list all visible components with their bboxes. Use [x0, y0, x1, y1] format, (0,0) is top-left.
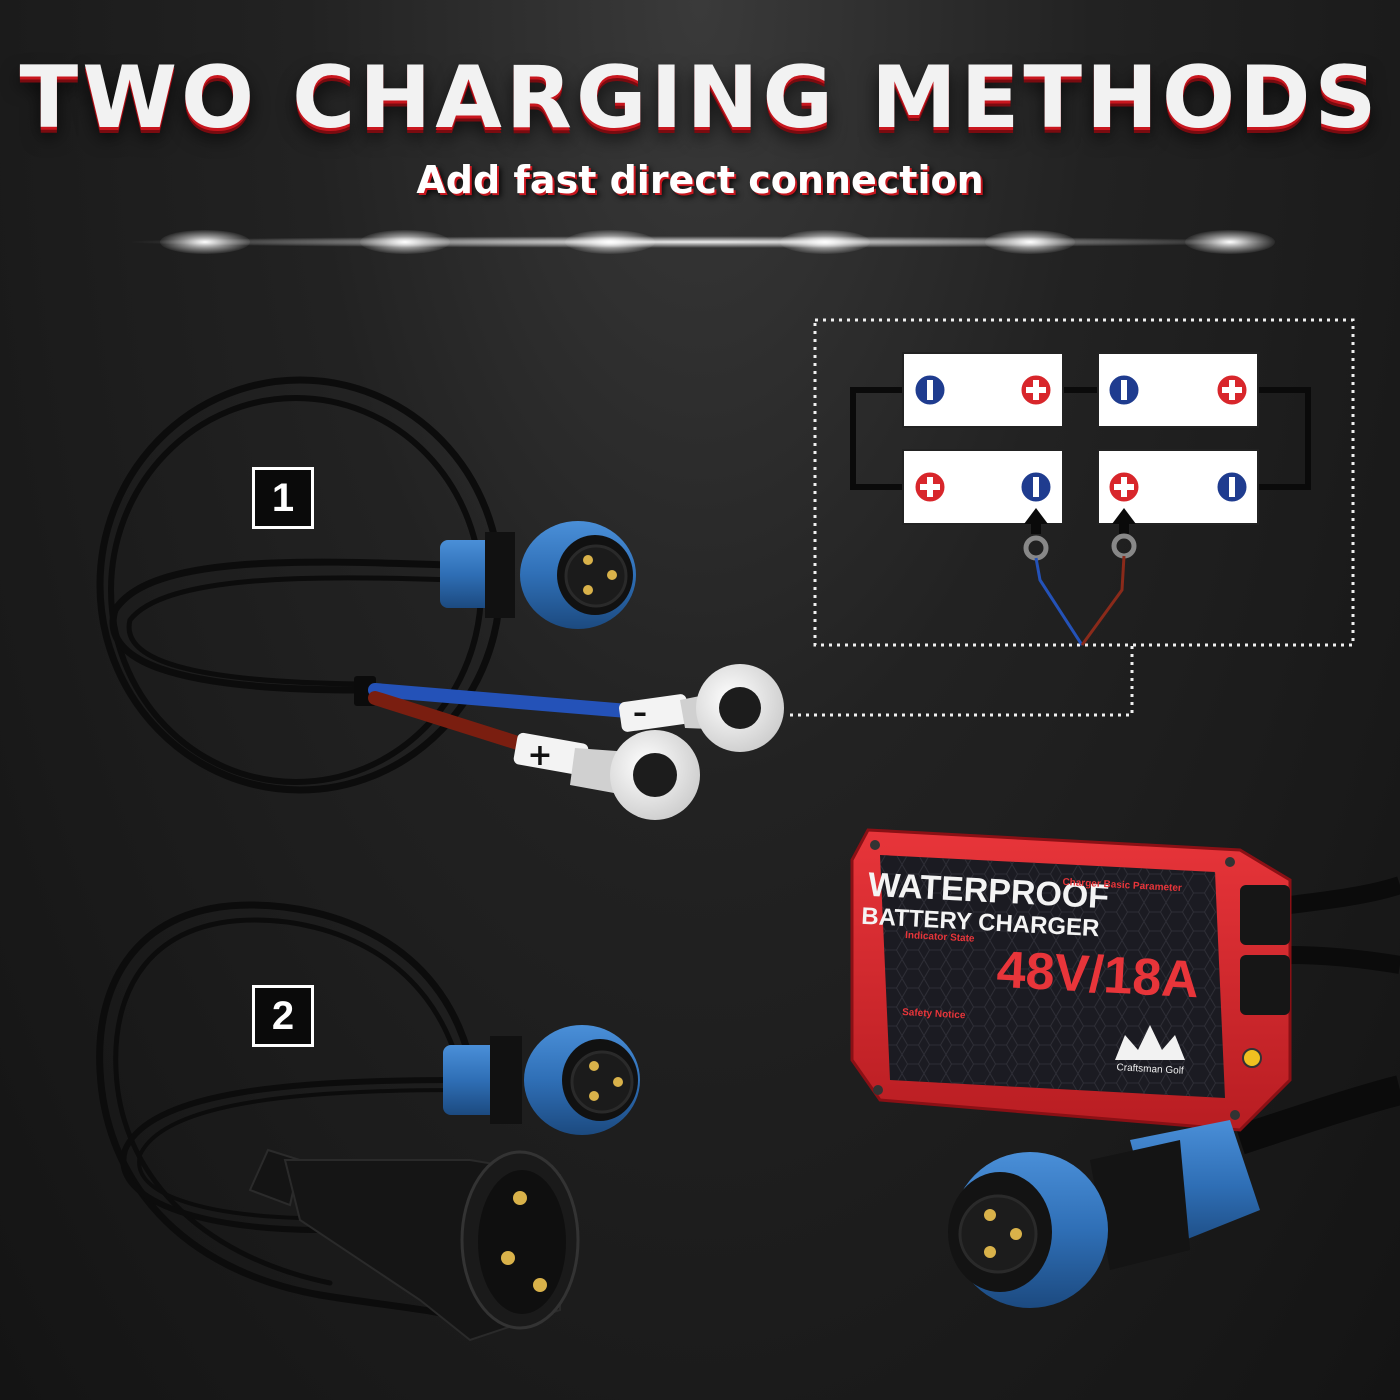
- leader-line: [790, 645, 1134, 717]
- connector-method-1: [440, 521, 636, 629]
- light-spot: [160, 230, 250, 254]
- positive-terminal-icon: [1018, 372, 1054, 408]
- charger-rating: 48V/18A: [995, 941, 1200, 1010]
- light-spot: [1185, 230, 1275, 254]
- method-badge-1: 1: [252, 467, 314, 529]
- negative-terminal-icon: [1214, 469, 1250, 505]
- negative-terminal-icon: [1018, 469, 1054, 505]
- negative-terminal-icon: [912, 372, 948, 408]
- golf-cart-plug: [248, 1148, 580, 1342]
- method-badge-2: 2: [252, 985, 314, 1047]
- battery-charger: [850, 828, 1400, 1155]
- arrow-up-icon: [1024, 508, 1048, 534]
- positive-terminal-label: +: [527, 738, 552, 773]
- light-spot: [565, 230, 655, 254]
- charger-output-connector: [948, 1120, 1260, 1308]
- charger-safety-heading: Safety Notice: [902, 1007, 966, 1021]
- light-spot: [780, 230, 870, 254]
- arrow-up-icon: [1112, 508, 1136, 534]
- ring-terminal-cable: [354, 664, 784, 820]
- light-spot: [985, 230, 1075, 254]
- charger-brand: Craftsman Golf: [1116, 1062, 1184, 1077]
- crown-logo-icon: [1115, 1025, 1185, 1060]
- page-title: TWO CHARGING METHODS: [19, 48, 1381, 148]
- negative-terminal-label: –: [633, 696, 647, 729]
- negative-terminal-icon: [1106, 372, 1142, 408]
- battery-wiring-diagram: [813, 318, 1355, 647]
- positive-terminal-icon: [912, 469, 948, 505]
- positive-terminal-icon: [1106, 469, 1142, 505]
- page-subtitle: Add fast direct connection: [416, 158, 984, 202]
- charger-indicator-heading: Indicator State: [905, 930, 975, 945]
- light-spot: [360, 230, 450, 254]
- connector-method-2: [443, 1025, 640, 1135]
- positive-terminal-icon: [1214, 372, 1250, 408]
